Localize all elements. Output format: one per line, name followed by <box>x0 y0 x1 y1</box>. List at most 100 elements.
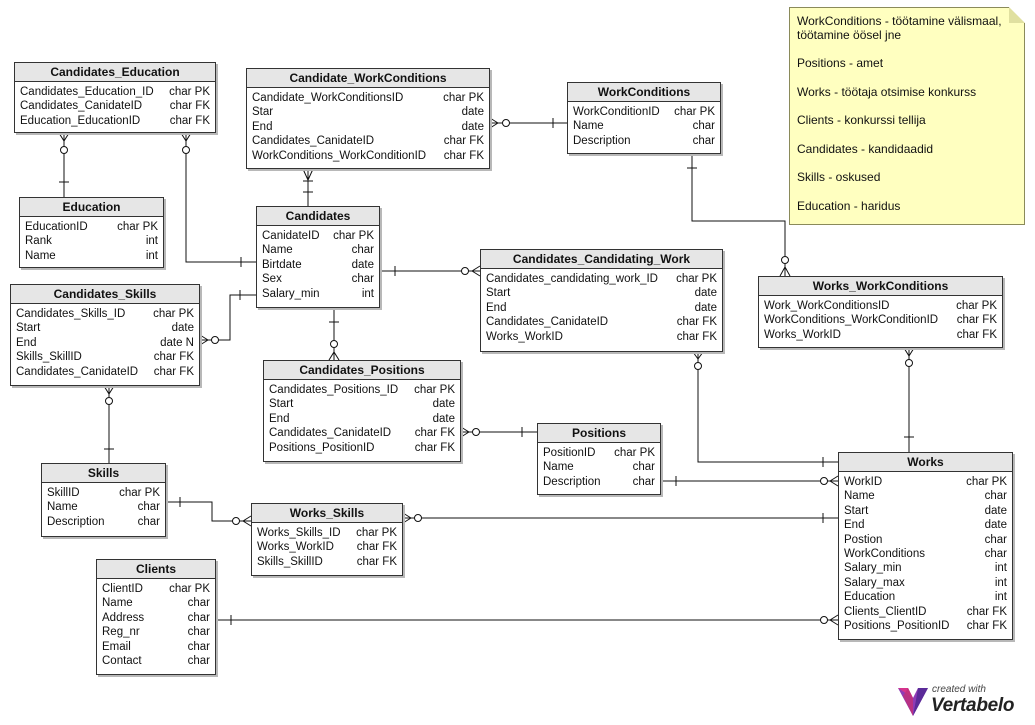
column-type: date <box>351 258 374 271</box>
table-title: Education <box>20 198 163 217</box>
column-name: End <box>486 301 507 314</box>
column-name: Positions_PositionID <box>844 620 950 633</box>
column-type: char <box>984 490 1007 503</box>
table-title: Candidates_Education <box>15 63 215 82</box>
column-type: char PK <box>674 106 715 118</box>
column-type: char <box>187 611 210 624</box>
column-type: int <box>994 591 1007 604</box>
column-name: Skills_SkillID <box>16 351 82 364</box>
column-name: Sex <box>262 273 282 286</box>
column-type: date <box>694 287 717 300</box>
column-type: char FK <box>153 351 194 364</box>
column-name: Education_EducationID <box>20 114 141 127</box>
column-name: PositionID <box>543 447 596 459</box>
column-type: char PK <box>117 221 158 233</box>
column-row[interactable]: Skills_SkillID char FK <box>16 350 194 364</box>
column-name: Work_WorkConditionsID <box>764 300 890 312</box>
table-title: Works <box>839 453 1012 472</box>
column-name: Works_WorkID <box>486 330 563 343</box>
note-line: Candidates - kandidaadid <box>797 141 934 156</box>
column-type: char PK <box>356 527 397 539</box>
note-line: Clients - konkurssi tellija <box>797 113 926 127</box>
note-line: Education - haridus <box>797 198 901 213</box>
